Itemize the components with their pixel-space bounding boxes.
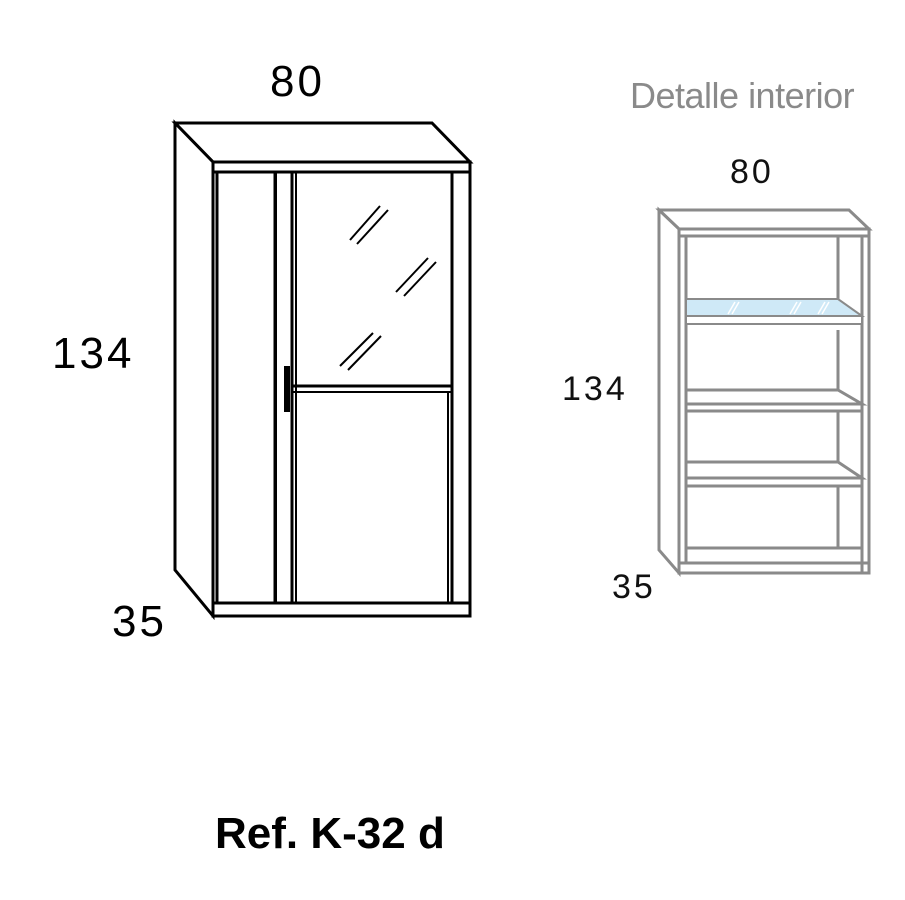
detail-height-label: 134 [562, 370, 628, 408]
main-depth-label: 35 [112, 597, 167, 646]
detail-title: Detalle interior [630, 75, 855, 116]
detail-width-label: 80 [730, 153, 774, 191]
detail-glass-reflections [727, 301, 830, 315]
main-height-label: 134 [52, 329, 135, 378]
detail-glass-shelf [685, 298, 866, 317]
main-door-handle [284, 366, 290, 412]
detail-shelf-2 [684, 388, 868, 406]
reference-label: Ref. K-32 d [215, 809, 445, 858]
main-glass-reflections [339, 205, 437, 371]
detail-shelf-3 [684, 460, 867, 480]
detail-depth-label: 35 [612, 568, 656, 606]
main-width-label: 80 [270, 57, 325, 106]
main-front-frame [211, 170, 472, 618]
